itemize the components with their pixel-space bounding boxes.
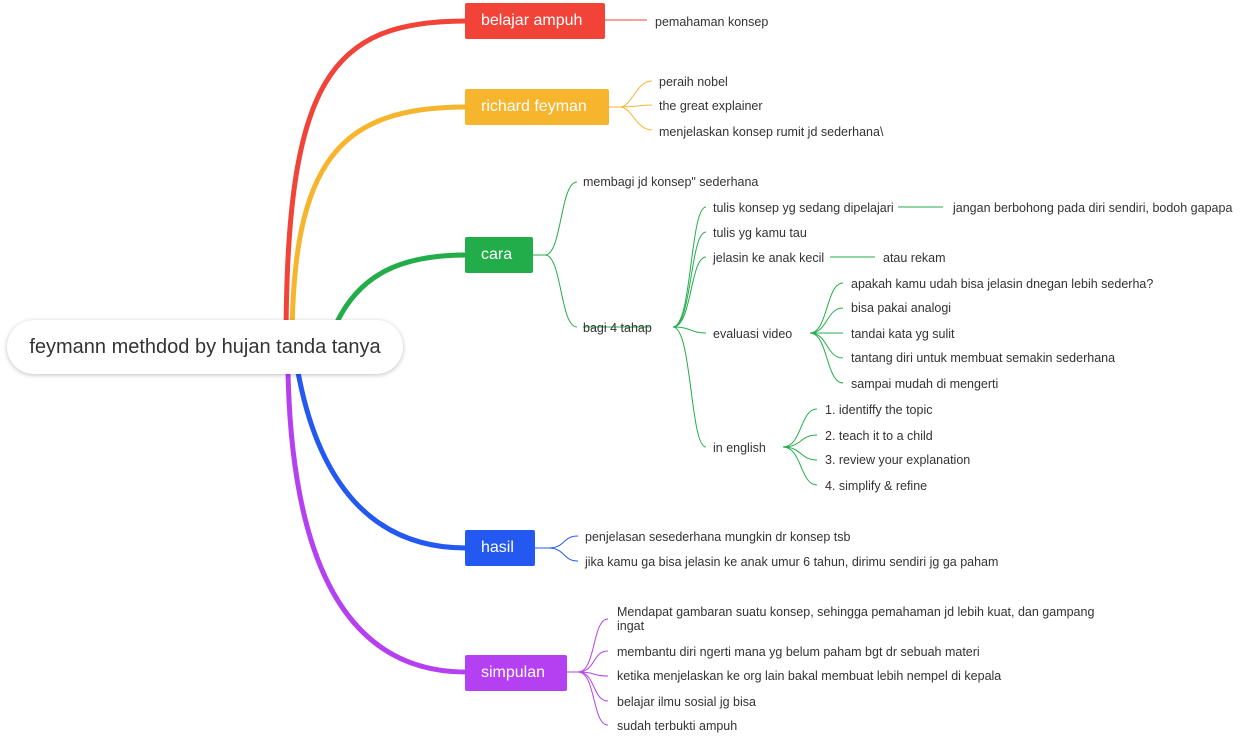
links-richard [609, 80, 653, 131]
leaf-bagi-4-tahap[interactable]: bagi 4 tahap [583, 321, 652, 335]
leaf-eval-item[interactable]: tandai kata yg sulit [851, 327, 955, 341]
leaf-in-english[interactable]: in english [713, 441, 766, 455]
leaf-jelasin-anak-kecil[interactable]: jelasin ke anak kecil [713, 251, 825, 265]
central-topic-label: feymann methdod by hujan tanda tanya [29, 335, 381, 358]
leaf-peraih-nobel[interactable]: peraih nobel [659, 75, 728, 89]
leaf-eval-item[interactable]: sampai mudah di mengerti [851, 377, 999, 391]
leaf-pemahaman-konsep[interactable]: pemahaman konsep [655, 15, 769, 29]
topic-belajar-ampuh[interactable]: belajar ampuh [465, 3, 605, 39]
leaf-menjelaskan-konsep[interactable]: menjelaskan konsep rumit jd sederhana\ [659, 125, 884, 139]
branch-link-belajar [283, 18, 469, 348]
topic-cara[interactable]: cara [465, 237, 533, 273]
leaf-hasil-item[interactable]: jika kamu ga bisa jelasin ke anak umur 6… [585, 555, 999, 569]
topic-label: belajar ampuh [481, 12, 583, 29]
leaf-membagi[interactable]: membagi jd konsep" sederhana [583, 175, 759, 189]
central-topic[interactable]: feymann methdod by hujan tanda tanya [7, 320, 403, 374]
leaf-simpulan-item[interactable]: ketika menjelaskan ke org lain bakal mem… [617, 669, 1002, 683]
topic-richard-feyman[interactable]: richard feyman [465, 89, 609, 125]
leaf-tulis-konsep[interactable]: tulis konsep yg sedang dipelajari [713, 201, 894, 215]
topic-hasil[interactable]: hasil [465, 530, 535, 566]
leaf-eval-item[interactable]: tantang diri untuk membuat semakin seder… [851, 351, 1116, 365]
topic-simpulan[interactable]: simpulan [465, 655, 567, 691]
topic-label: richard feyman [481, 98, 587, 115]
leaf-evaluasi-video[interactable]: evaluasi video [713, 327, 793, 341]
leaf-hasil-item[interactable]: penjelasan sesederhana mungkin dr konsep… [585, 530, 851, 544]
leaf-eval-item[interactable]: bisa pakai analogi [851, 301, 952, 315]
links-cara [533, 181, 943, 486]
leaf-english-item[interactable]: 3. review your explanation [825, 453, 971, 467]
leaf-english-item[interactable]: 1. identiffy the topic [825, 403, 933, 417]
branch-link-cara [334, 252, 469, 325]
links-hasil [535, 535, 579, 562]
leaf-simpulan-item[interactable]: membantu diri ngerti mana yg belum paham… [617, 645, 980, 659]
leaf-english-item[interactable]: 4. simplify & refine [825, 479, 928, 493]
leaf-simpulan-item[interactable]: belajar ilmu sosial jg bisa [617, 695, 756, 709]
branch-link-simpulan [285, 369, 469, 675]
leaf-tulis-yg-kamu-tau[interactable]: tulis yg kamu tau [713, 226, 807, 240]
leaf-simpulan-item[interactable]: Mendapat gambaran suatu konsep, sehingga… [617, 605, 1095, 633]
topic-label: hasil [481, 539, 514, 556]
leaf-simpulan-item[interactable]: sudah terbukti ampuh [617, 719, 738, 733]
leaf-great-explainer[interactable]: the great explainer [659, 99, 763, 113]
leaf-jangan-berbohong[interactable]: jangan berbohong pada diri sendiri, bodo… [953, 201, 1233, 215]
topic-label: cara [481, 246, 513, 263]
branch-link-richard [289, 104, 469, 348]
leaf-english-item[interactable]: 2. teach it to a child [825, 429, 933, 443]
leaf-eval-item[interactable]: apakah kamu udah bisa jelasin dnegan leb… [851, 277, 1154, 291]
links-simpulan [567, 618, 609, 726]
topic-label: simpulan [481, 664, 546, 681]
leaf-atau-rekam[interactable]: atau rekam [883, 251, 946, 265]
branch-link-hasil [295, 369, 469, 551]
